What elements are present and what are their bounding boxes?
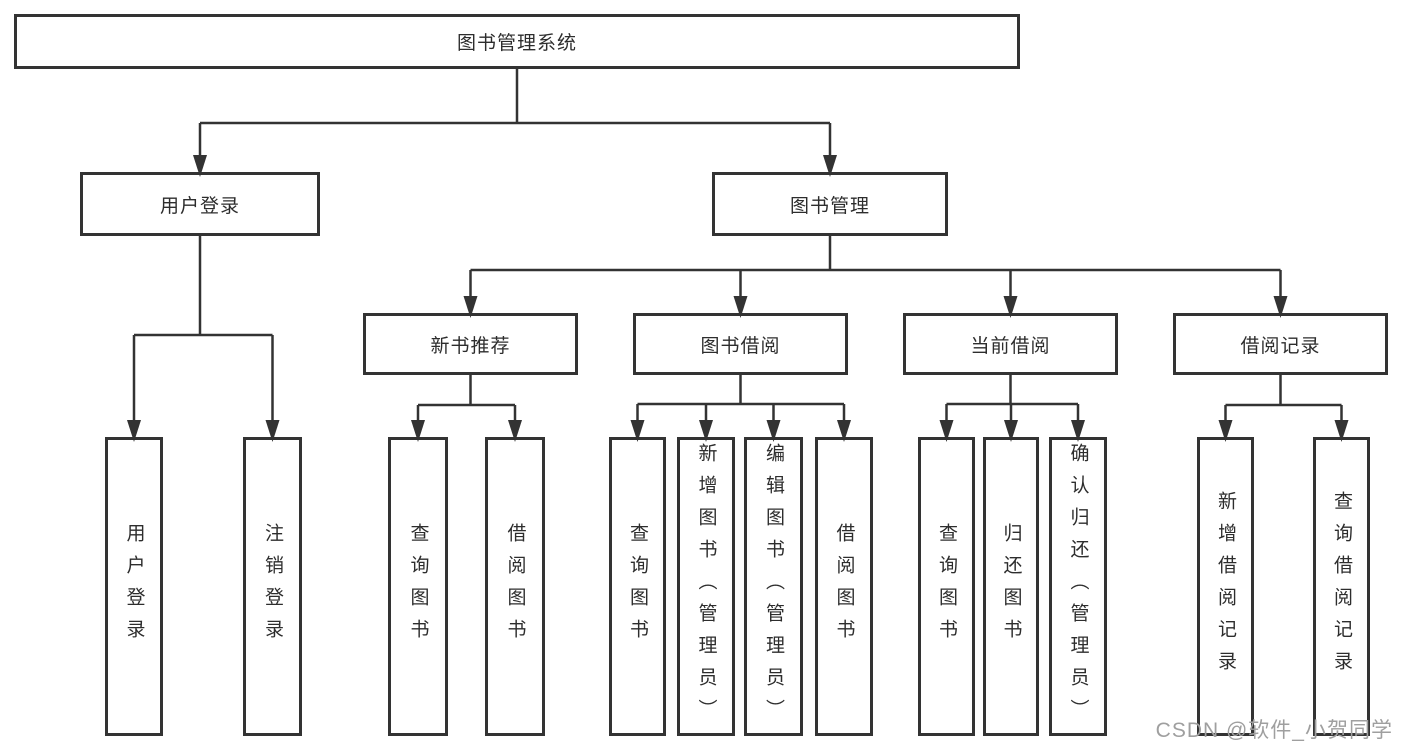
node-label: 查询借阅记录 bbox=[1331, 490, 1352, 683]
node-label: 用户登录 bbox=[123, 522, 145, 651]
node-label: 借阅图书 bbox=[504, 522, 526, 651]
node-label: 确认归还（管理员） bbox=[1067, 442, 1089, 731]
node-label: 用户登录 bbox=[159, 195, 240, 217]
node-label: 新书推荐 bbox=[430, 335, 511, 357]
node-root: 图书管理系统 bbox=[14, 14, 1020, 69]
node-label: 注销登录 bbox=[262, 522, 283, 651]
node-br-query: 查询借阅记录 bbox=[1313, 437, 1370, 736]
node-label: 新增借阅记录 bbox=[1215, 490, 1236, 683]
node-user-login: 用户登录 bbox=[80, 172, 320, 236]
node-nb-query: 查询图书 bbox=[388, 437, 448, 736]
node-label: 新增图书（管理员） bbox=[695, 442, 717, 731]
node-current-borrow: 当前借阅 bbox=[903, 313, 1118, 375]
node-borrow-record: 借阅记录 bbox=[1173, 313, 1388, 375]
node-cb-return: 归还图书 bbox=[983, 437, 1039, 736]
node-book-borrow: 图书借阅 bbox=[633, 313, 848, 375]
node-br-add: 新增借阅记录 bbox=[1197, 437, 1254, 736]
node-label: 查询图书 bbox=[627, 522, 648, 651]
node-label: 图书管理 bbox=[789, 195, 870, 217]
node-label: 归还图书 bbox=[1000, 522, 1022, 651]
watermark: CSDN @软件_小贺同学 bbox=[1155, 719, 1393, 742]
node-bb-query: 查询图书 bbox=[609, 437, 666, 736]
node-label: 借阅记录 bbox=[1240, 335, 1321, 357]
node-cb-query: 查询图书 bbox=[918, 437, 975, 736]
node-book-mgmt: 图书管理 bbox=[712, 172, 948, 236]
node-new-book: 新书推荐 bbox=[363, 313, 578, 375]
node-cb-confirm: 确认归还（管理员） bbox=[1049, 437, 1107, 736]
node-bb-borrow: 借阅图书 bbox=[815, 437, 873, 736]
node-bb-edit: 编辑图书（管理员） bbox=[744, 437, 803, 736]
node-label: 查询图书 bbox=[407, 522, 429, 651]
node-bb-add: 新增图书（管理员） bbox=[677, 437, 735, 736]
node-label: 查询图书 bbox=[936, 522, 957, 651]
node-logout-op: 注销登录 bbox=[243, 437, 302, 736]
node-label: 编辑图书（管理员） bbox=[763, 442, 784, 731]
node-user-login-op: 用户登录 bbox=[105, 437, 163, 736]
node-label: 图书借阅 bbox=[700, 335, 781, 357]
node-label: 借阅图书 bbox=[833, 522, 855, 651]
node-nb-borrow: 借阅图书 bbox=[485, 437, 545, 736]
node-label: 图书管理系统 bbox=[456, 33, 577, 54]
node-label: 当前借阅 bbox=[970, 335, 1051, 357]
